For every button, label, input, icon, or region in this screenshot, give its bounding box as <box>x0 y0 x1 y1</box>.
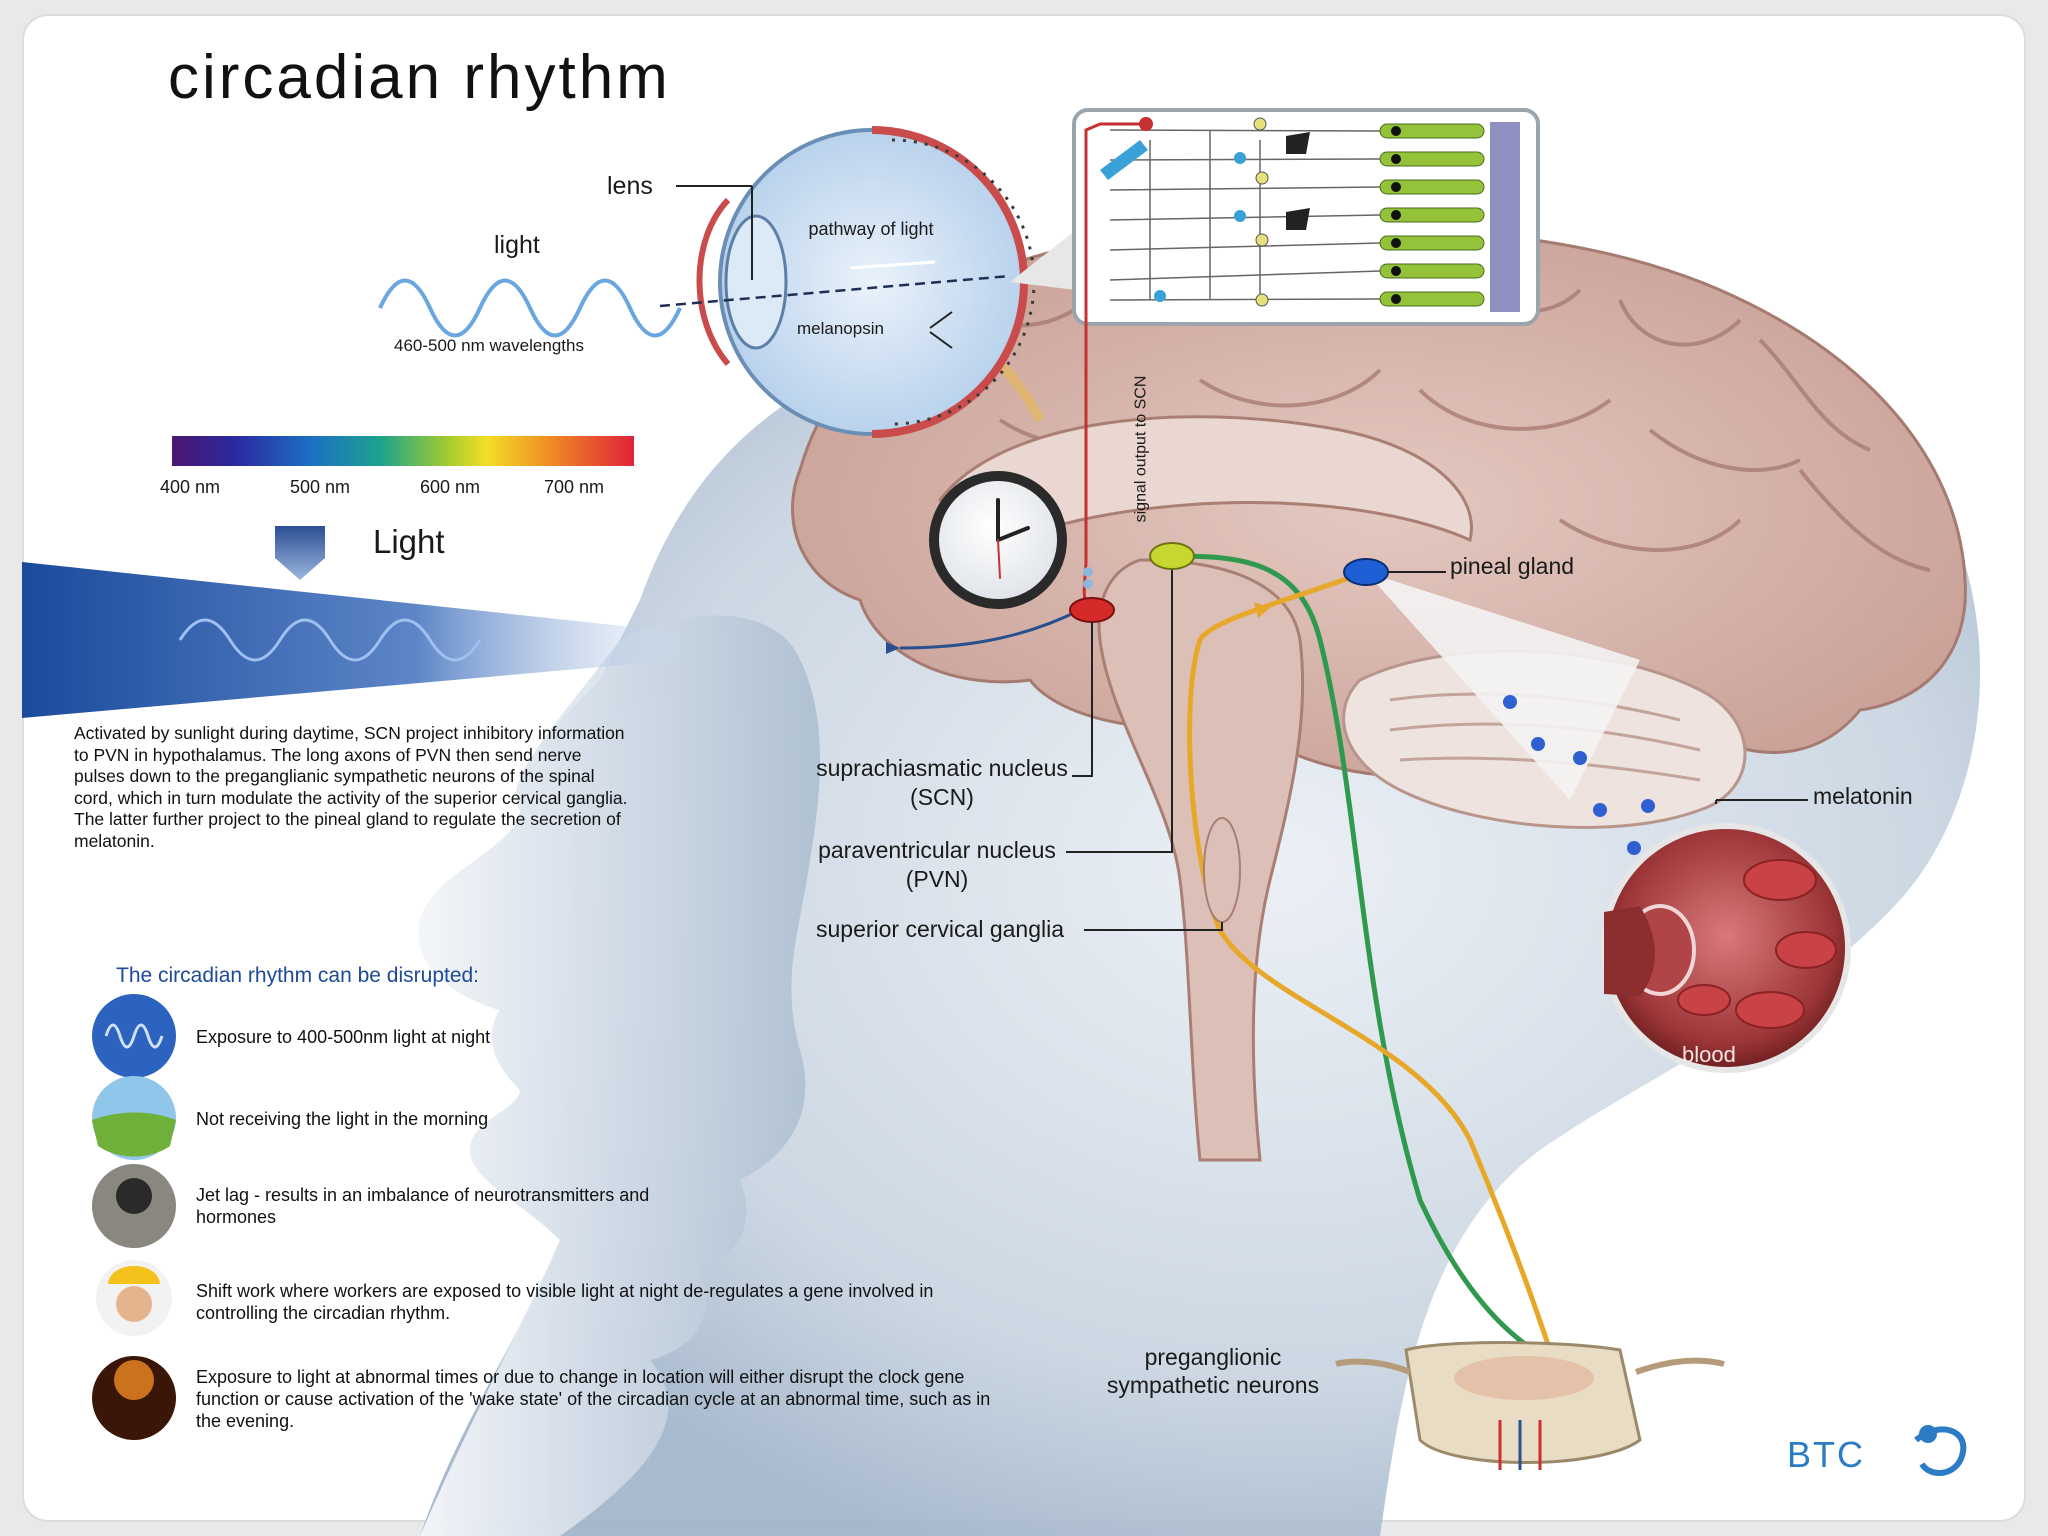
disruption-item: Not receiving the light in the morning <box>196 1109 489 1129</box>
retina-cell-rows <box>1100 117 1520 312</box>
leader-lines <box>1066 570 1808 931</box>
btc-logo-dot <box>1919 1425 1937 1443</box>
light-wave-icon <box>378 278 682 338</box>
spinal-vessels <box>1498 1420 1542 1470</box>
light-heading: Light <box>373 523 445 560</box>
melanopsin-arrow <box>929 311 953 349</box>
blood-label: blood <box>1682 1042 1736 1067</box>
worker-face <box>116 1286 152 1322</box>
disruption-item: Exposure to light at abnormal times or d… <box>196 1367 991 1431</box>
down-arrow-icon <box>275 526 325 580</box>
vessel-tube <box>1604 906 1655 996</box>
gray-matter <box>1454 1356 1594 1400</box>
retina-zoom-beam <box>1010 230 1076 290</box>
retinohypothalamic-tract <box>899 608 1081 650</box>
melatonin-label: melatonin <box>1813 783 1913 809</box>
retinohypothalamic-arrow <box>886 642 900 654</box>
disruption-item: Exposure to 400-500nm light at night <box>196 1027 491 1047</box>
pathway-of-light-line <box>659 274 1011 308</box>
cornea <box>696 197 731 366</box>
light-label: light <box>494 231 540 259</box>
face-profile <box>418 615 820 1536</box>
pineal-marker <box>1343 558 1389 586</box>
scn-small-dots <box>1083 567 1093 589</box>
clock-hands <box>996 498 1030 579</box>
pvn-label: paraventricular nucleus (PVN) <box>818 837 1056 892</box>
description-text: Activated by sunlight during daytime, SC… <box>74 723 628 851</box>
scg-orange-arrow <box>1254 602 1270 618</box>
lens-label: lens <box>607 172 653 200</box>
corpus-callosum <box>938 415 1473 543</box>
pvn-marker <box>1149 542 1195 570</box>
pathway-of-light-label: pathway of light <box>808 219 934 239</box>
pineal-gland-label: pineal gland <box>1450 553 1575 579</box>
hard-hat-icon <box>108 1266 160 1284</box>
btc-logo: BTC <box>1787 1434 1865 1475</box>
scn-label: suprachiasmatic nucleus (SCN) <box>816 755 1068 810</box>
morning-field-grass <box>92 1112 176 1157</box>
pvn-green-tract <box>1171 553 1601 1387</box>
preganglionic-label: preganglionic sympathetic neurons <box>1106 1344 1320 1398</box>
scg-label: superior cervical ganglia <box>815 916 1064 942</box>
red-blood-cells <box>1677 859 1837 1029</box>
spectrum-tick-500: 500 nm <box>290 477 351 497</box>
crowd-lights-glow <box>114 1360 154 1400</box>
eye-lens <box>724 214 788 350</box>
scn-marker <box>1069 597 1115 623</box>
traveler-icon-head <box>116 1178 152 1214</box>
light-beam <box>22 562 680 718</box>
spectrum-tick-600: 600 nm <box>420 477 481 497</box>
disruption-item: Shift work where workers are exposed to … <box>196 1281 934 1323</box>
spectrum-bar <box>172 436 634 466</box>
pathway-arrow <box>849 260 936 270</box>
spectrum-tick-400: 400 nm <box>160 477 221 497</box>
disruption-heading: The circadian rhythm can be disrupted: <box>116 964 480 987</box>
signal-output-label: signal output to SCN <box>1132 375 1150 523</box>
page-title: circadian rhythm <box>168 43 671 112</box>
spinal-nerve-left <box>1335 1358 1412 1375</box>
spectrum-tick-700: 700 nm <box>544 477 605 497</box>
scg-orange-tract <box>1187 569 1563 1381</box>
spinal-nerve-right <box>1635 1357 1725 1375</box>
melanopsin-label: melanopsin <box>797 319 884 338</box>
wavelength-label: 460-500 nm wavelengths <box>394 336 584 355</box>
wave-icon-lines <box>104 1023 164 1049</box>
beam-wave <box>178 618 482 662</box>
superior-cervical-ganglion <box>1203 817 1241 923</box>
disruption-item: Jet lag - results in an imbalance of neu… <box>196 1185 650 1227</box>
pineal-output-beam <box>1366 572 1640 800</box>
